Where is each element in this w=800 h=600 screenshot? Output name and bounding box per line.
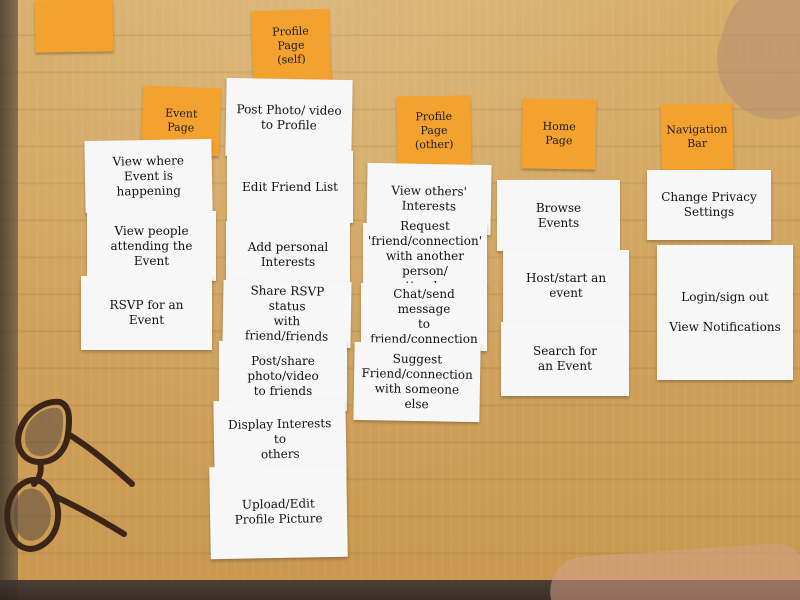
card-view-where-event: View where Event is happening [84,138,213,214]
card-request-friend: Request 'friend/connection' with another… [363,219,487,293]
sticky-home-page: Home Page [521,98,597,170]
card-login-signout-notifications: Login/sign out View Notifications [657,245,793,380]
card-text: RSVP for an Event [109,298,184,327]
card-text: View where Event is happening [112,152,185,199]
card-text: Share RSVP status with friend/friends [244,283,329,344]
card-share-rsvp: Share RSVP status with friend/friends [222,279,352,349]
card-view-people-attending: View people attending the Event [87,211,216,281]
card-text: Display Interests to others [227,415,332,461]
sticky-label: Profile Page (self) [271,24,310,67]
card-text: Edit Friend List [242,179,338,194]
card-upload-profile-picture: Upload/Edit Profile Picture [209,464,348,560]
card-suggest-friend: Suggest Friend/connection with someone e… [353,341,481,423]
sticky-navigation-bar: Navigation Bar [660,103,734,171]
table-left-shadow [0,0,18,600]
card-edit-friend-list: Edit Friend List [227,151,353,223]
card-add-personal-interests: Add personal Interests [226,221,350,289]
card-text: Upload/Edit Profile Picture [234,496,323,527]
card-text: Change Privacy Settings [661,190,757,219]
card-text: Browse Events [535,200,582,230]
card-text: Chat/send message to friend/connection [370,287,478,346]
card-host-start-event: Host/start an event [503,250,629,322]
card-text: Post Photo/ video to Profile [236,102,342,133]
card-change-privacy: Change Privacy Settings [647,170,771,240]
sticky-label: Event Page [164,106,198,135]
sticky-top-left [34,0,114,53]
card-search-event: Search for an Event [501,322,629,396]
card-text: Add personal Interests [247,240,329,269]
card-text: View people attending the Event [110,223,193,268]
sticky-label: Profile Page (other) [414,109,454,152]
card-browse-events: Browse Events [497,180,620,251]
card-text: Host/start an event [525,271,607,300]
sticky-profile-page-self: Profile Page (self) [250,8,332,84]
card-text: View others' Interests [391,183,468,214]
sticky-profile-page-other: Profile Page (other) [396,95,472,167]
sticky-label: Navigation Bar [666,122,728,151]
card-text: Suggest Friend/connection with someone e… [361,351,473,412]
card-text: Post/share photo/video to friends [247,353,319,398]
sunglasses-frame [4,398,135,552]
card-post-photo-profile: Post Photo/ video to Profile [225,77,353,159]
sticky-label: Home Page [542,119,576,148]
card-chat-message: Chat/send message to friend/connection [361,283,487,351]
card-text: Login/sign out View Notifications [669,290,781,334]
sunglasses [4,398,135,552]
card-text: Search for an Event [533,344,597,373]
sunglasses-lenses [14,407,64,541]
card-rsvp-event: RSVP for an Event [81,276,212,350]
